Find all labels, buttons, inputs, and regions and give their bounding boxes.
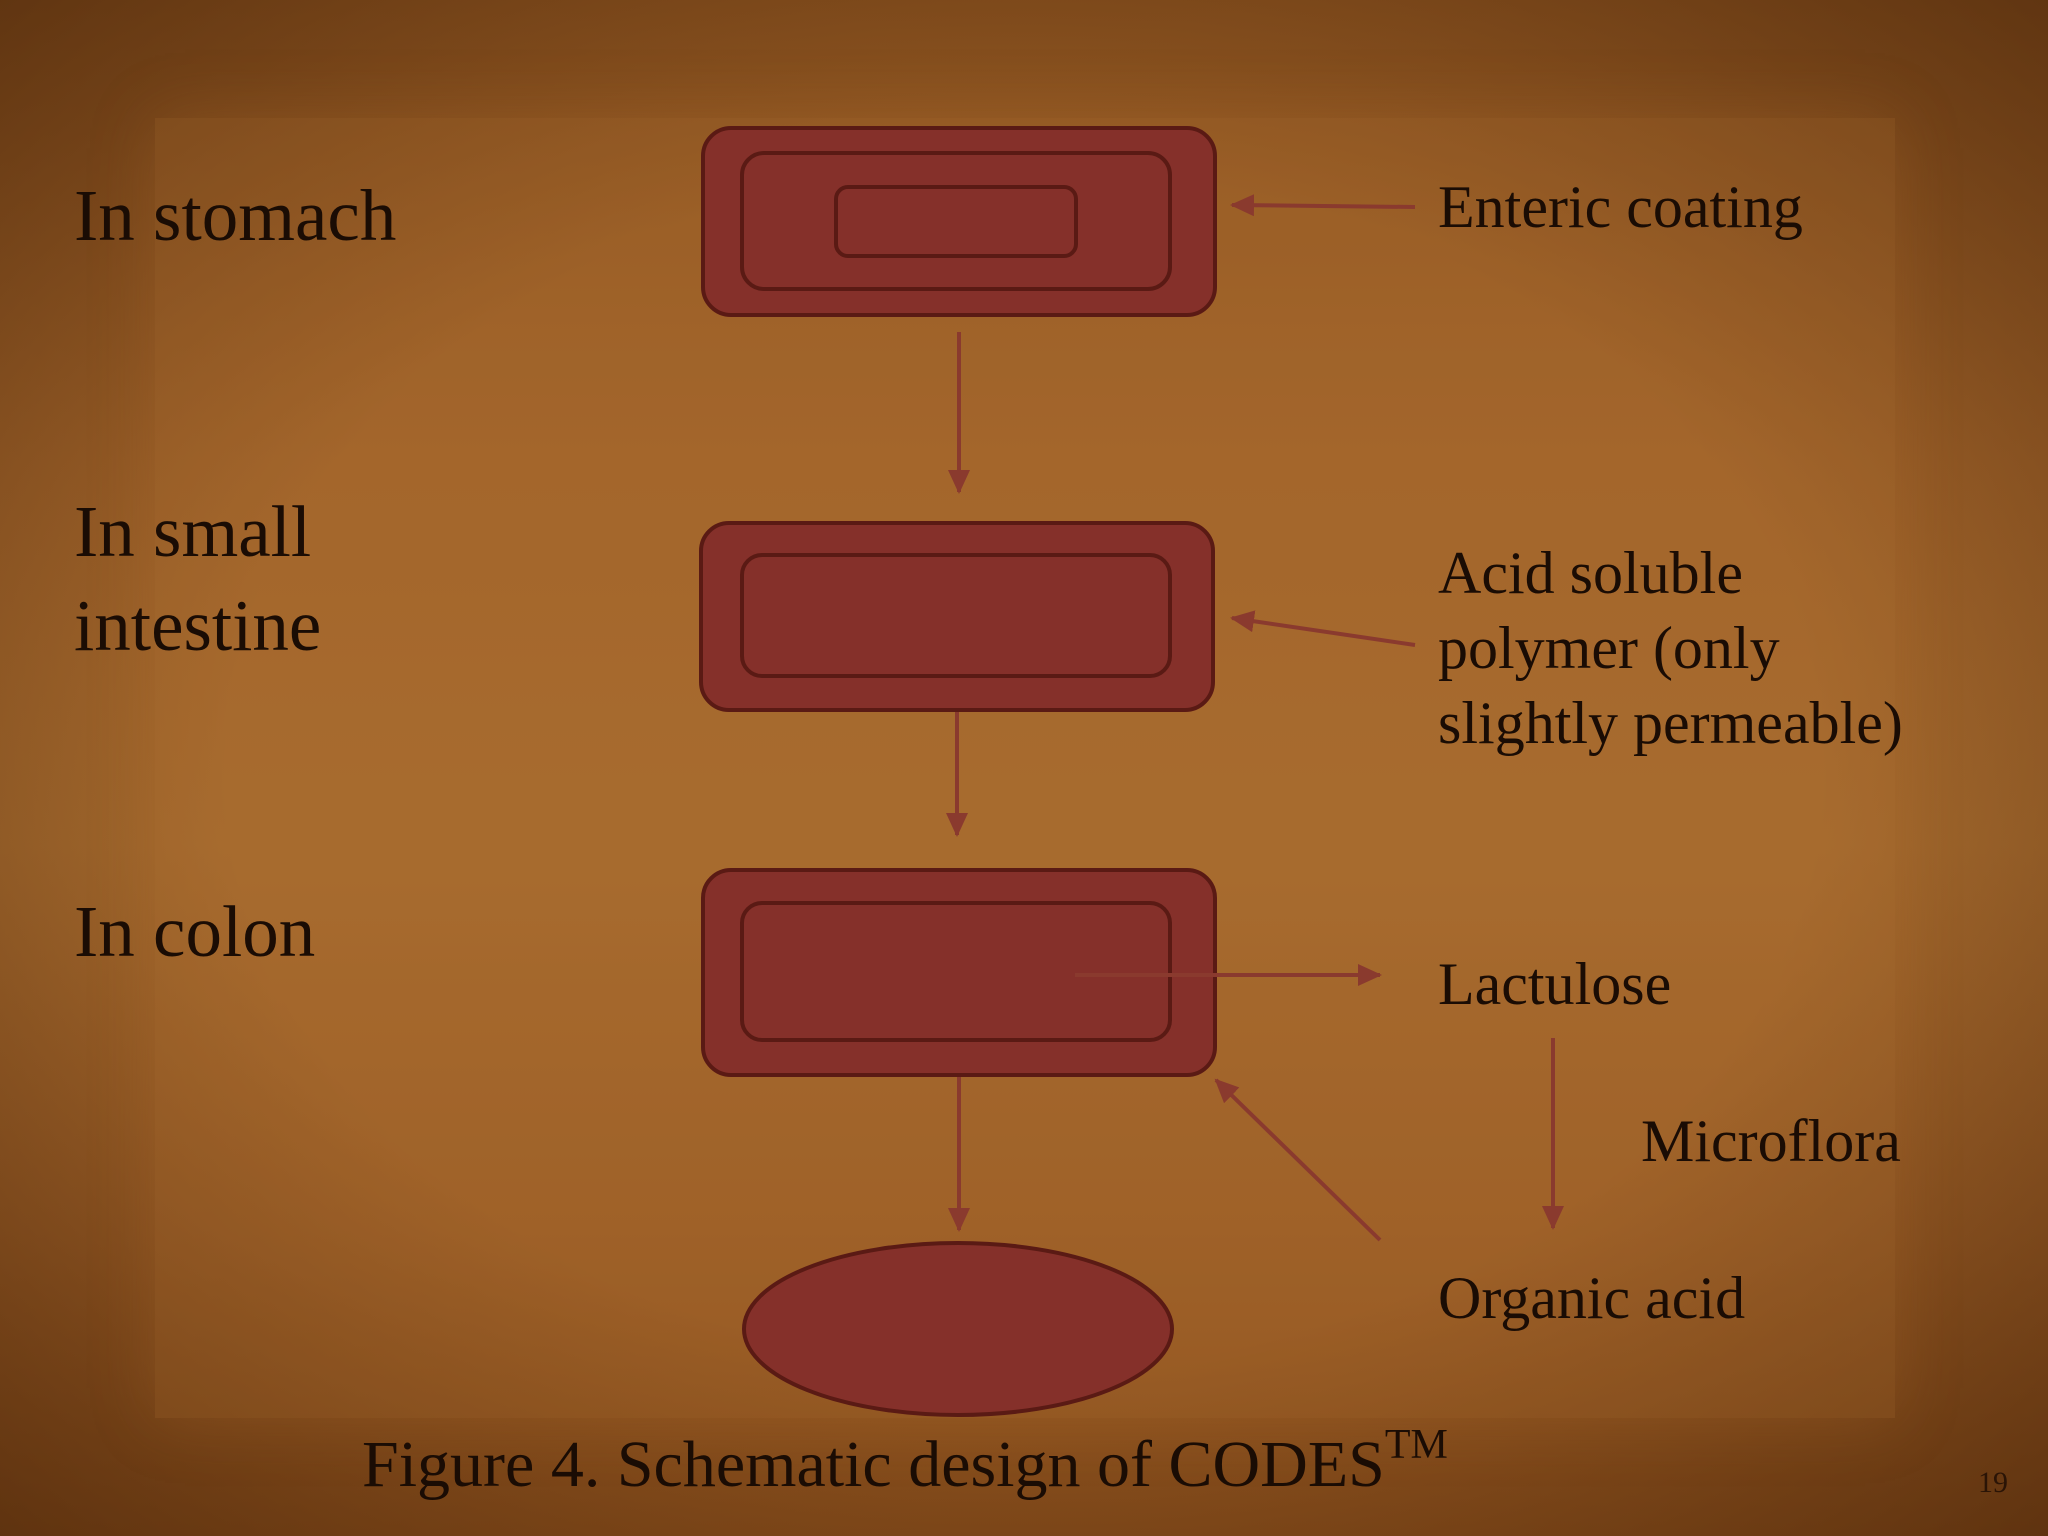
arrow-organic-acid-to-tablet — [1214, 1078, 1382, 1242]
callout-lactulose: Lactulose — [1438, 951, 1672, 1017]
stage-label-stomach: In stomach — [74, 175, 397, 256]
callout-acid-soluble-line1: Acid soluble — [1438, 540, 1743, 606]
figure-caption: Figure 4. Schematic design of CODESTM — [362, 1422, 1448, 1505]
stage-label-small-intestine-line2: intestine — [74, 585, 322, 666]
content-panel — [155, 118, 1895, 1418]
callout-acid-soluble-line3: slightly permeable) — [1438, 690, 1903, 756]
callout-enteric-coating: Enteric coating — [1438, 174, 1803, 240]
callout-organic-acid: Organic acid — [1438, 1265, 1746, 1331]
tablet-colon — [701, 868, 1217, 1077]
page-number: 19 — [1978, 1466, 2008, 1499]
tablet-stomach — [701, 126, 1217, 317]
stage-label-colon: In colon — [74, 891, 316, 972]
tablet-small-intestine — [699, 521, 1215, 712]
released-drug-ellipse — [742, 1241, 1174, 1417]
tablet-small-intestine-core — [740, 553, 1172, 678]
callout-microflora: Microflora — [1641, 1108, 1901, 1174]
arrow-acid-soluble-polymer — [1230, 610, 1416, 647]
arrow-enteric-coating — [1230, 194, 1416, 217]
tablet-stomach-core — [834, 185, 1078, 258]
figure-caption-text: Figure 4. Schematic design of CODES — [362, 1428, 1385, 1501]
stage-label-small-intestine-line1: In small — [74, 491, 312, 572]
callout-acid-soluble-line2: polymer (only — [1438, 615, 1780, 681]
tablet-colon-core — [740, 901, 1172, 1042]
figure-caption-trademark: TM — [1384, 1422, 1448, 1468]
